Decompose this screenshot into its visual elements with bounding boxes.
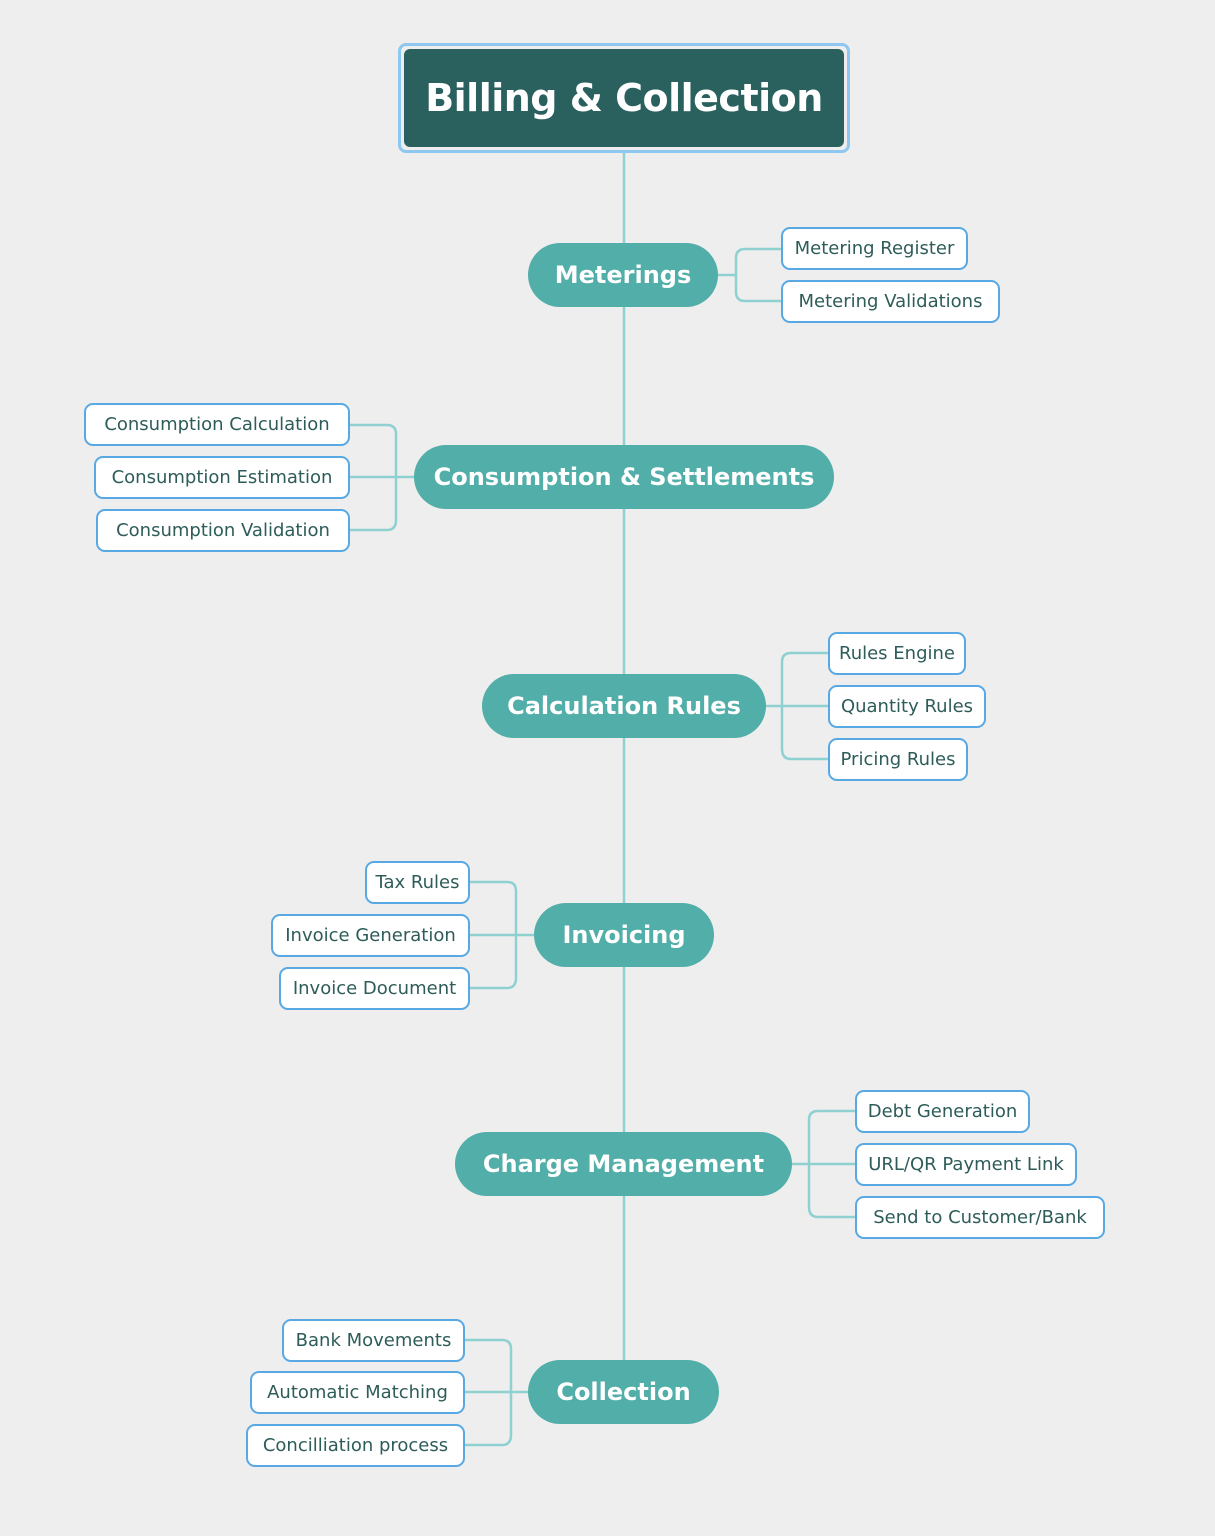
branch-invoicing[interactable]: Invoicing (534, 903, 714, 967)
leaf-consumption-estimation[interactable]: Consumption Estimation (94, 456, 350, 499)
branch-meterings[interactable]: Meterings (528, 243, 718, 307)
leaf-rules-engine[interactable]: Rules Engine (828, 632, 966, 675)
leaf-metering-register[interactable]: Metering Register (781, 227, 968, 270)
leaf-concilliation-process[interactable]: Concilliation process (246, 1424, 465, 1467)
leaf-pricing-rules[interactable]: Pricing Rules (828, 738, 968, 781)
root-node[interactable]: Billing & Collection (398, 43, 850, 153)
leaf-url-qr-payment-link[interactable]: URL/QR Payment Link (855, 1143, 1077, 1186)
connector-collection (465, 1338, 528, 1447)
root-title: Billing & Collection (404, 49, 844, 147)
connector-meterings (718, 247, 781, 303)
leaf-consumption-validation[interactable]: Consumption Validation (96, 509, 350, 552)
connector-consumption (350, 423, 414, 532)
branch-calculation-rules[interactable]: Calculation Rules (482, 674, 766, 738)
leaf-automatic-matching[interactable]: Automatic Matching (250, 1371, 465, 1414)
branch-consumption-settlements[interactable]: Consumption & Settlements (414, 445, 834, 509)
leaf-debt-generation[interactable]: Debt Generation (855, 1090, 1030, 1133)
leaf-metering-validations[interactable]: Metering Validations (781, 280, 1000, 323)
branch-collection[interactable]: Collection (528, 1360, 719, 1424)
leaf-send-to-customer-bank[interactable]: Send to Customer/Bank (855, 1196, 1105, 1239)
connector-charge (792, 1109, 855, 1219)
leaf-invoice-generation[interactable]: Invoice Generation (271, 914, 470, 957)
leaf-quantity-rules[interactable]: Quantity Rules (828, 685, 986, 728)
leaf-invoice-document[interactable]: Invoice Document (279, 967, 470, 1010)
connector-invoicing (470, 880, 534, 990)
leaf-consumption-calculation[interactable]: Consumption Calculation (84, 403, 350, 446)
branch-charge-management[interactable]: Charge Management (455, 1132, 792, 1196)
leaf-bank-movements[interactable]: Bank Movements (282, 1319, 465, 1362)
leaf-tax-rules[interactable]: Tax Rules (365, 861, 470, 904)
connector-calculation (766, 651, 828, 761)
